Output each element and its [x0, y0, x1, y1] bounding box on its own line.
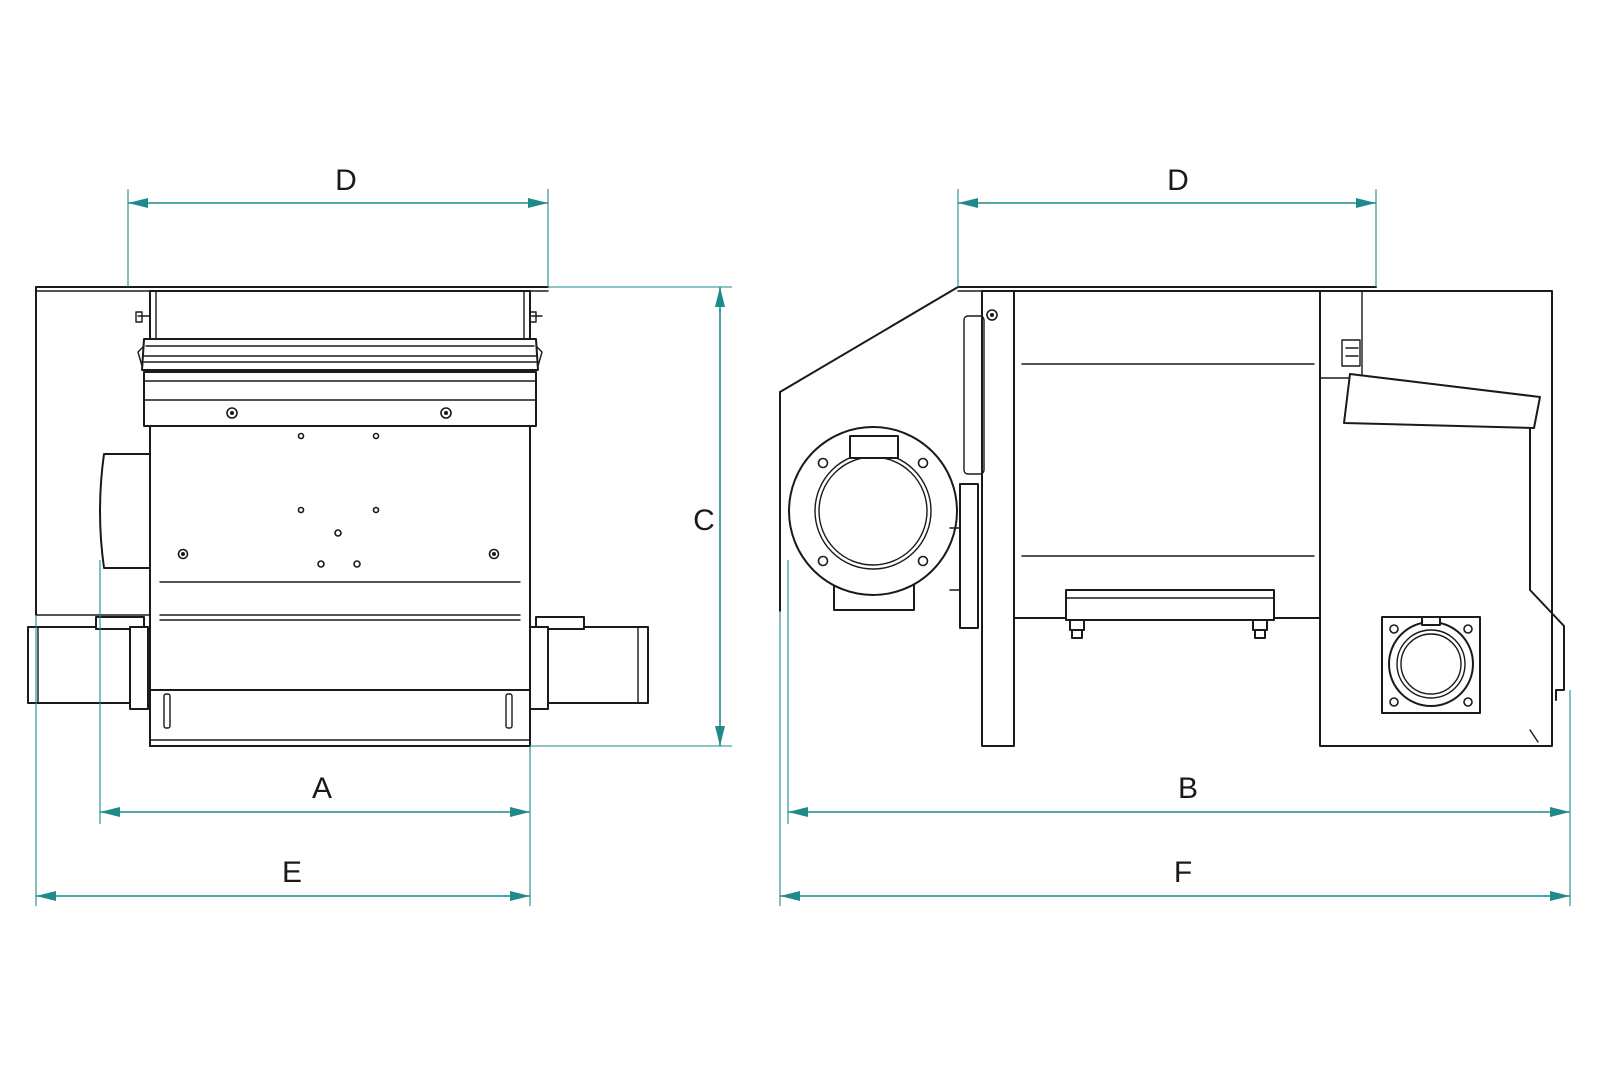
front-flange-band [143, 371, 537, 427]
side-motor-flange [788, 426, 958, 611]
label-front-a: A [312, 772, 332, 805]
front-left-pipe [27, 616, 149, 710]
front-clamp-band [141, 338, 539, 371]
side-hopper-body [1011, 290, 1321, 619]
front-bottom-tray [149, 689, 531, 747]
label-side-b: B [1178, 772, 1198, 805]
label-side-d: D [1167, 164, 1189, 197]
front-motor-cap [99, 453, 151, 569]
side-view [779, 286, 1565, 747]
dimension-labels: D C A E D B F [282, 164, 1198, 889]
front-right-pipe [529, 616, 649, 710]
front-upper-collar [149, 290, 531, 340]
side-coupling [959, 483, 979, 629]
side-top-cover [1343, 373, 1541, 429]
label-front-c: C [693, 504, 715, 537]
front-view [27, 286, 649, 747]
label-side-f: F [1174, 856, 1192, 889]
side-sloped-guard [779, 286, 959, 393]
dimensions [35, 189, 1571, 906]
front-mounting-holes [177, 432, 500, 568]
side-bottom-rail [1065, 589, 1275, 639]
side-mounting-plate [981, 290, 1015, 747]
label-front-d: D [335, 164, 357, 197]
side-outlet-port [1381, 616, 1481, 714]
label-front-e: E [282, 856, 302, 889]
